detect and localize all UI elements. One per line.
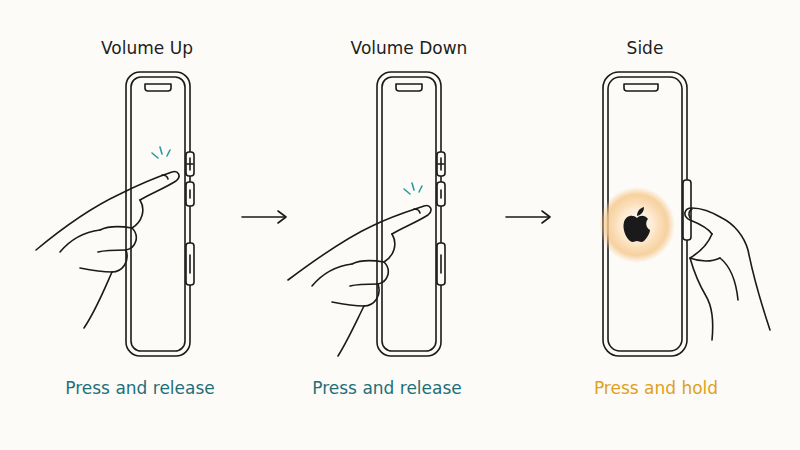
apple-logo (623, 207, 650, 242)
phone-3 (599, 72, 770, 356)
step-title: Side (627, 38, 664, 58)
step-title: Volume Down (351, 38, 468, 58)
step-instruction: Press and release (312, 378, 462, 398)
phone-2 (288, 72, 445, 356)
step-instruction: Press and hold (594, 378, 718, 398)
step-title: Volume Up (101, 38, 193, 58)
step-instruction: Press and release (65, 378, 215, 398)
step-arrow (242, 211, 286, 223)
phone-1 (36, 72, 194, 356)
step-arrow (506, 211, 550, 223)
